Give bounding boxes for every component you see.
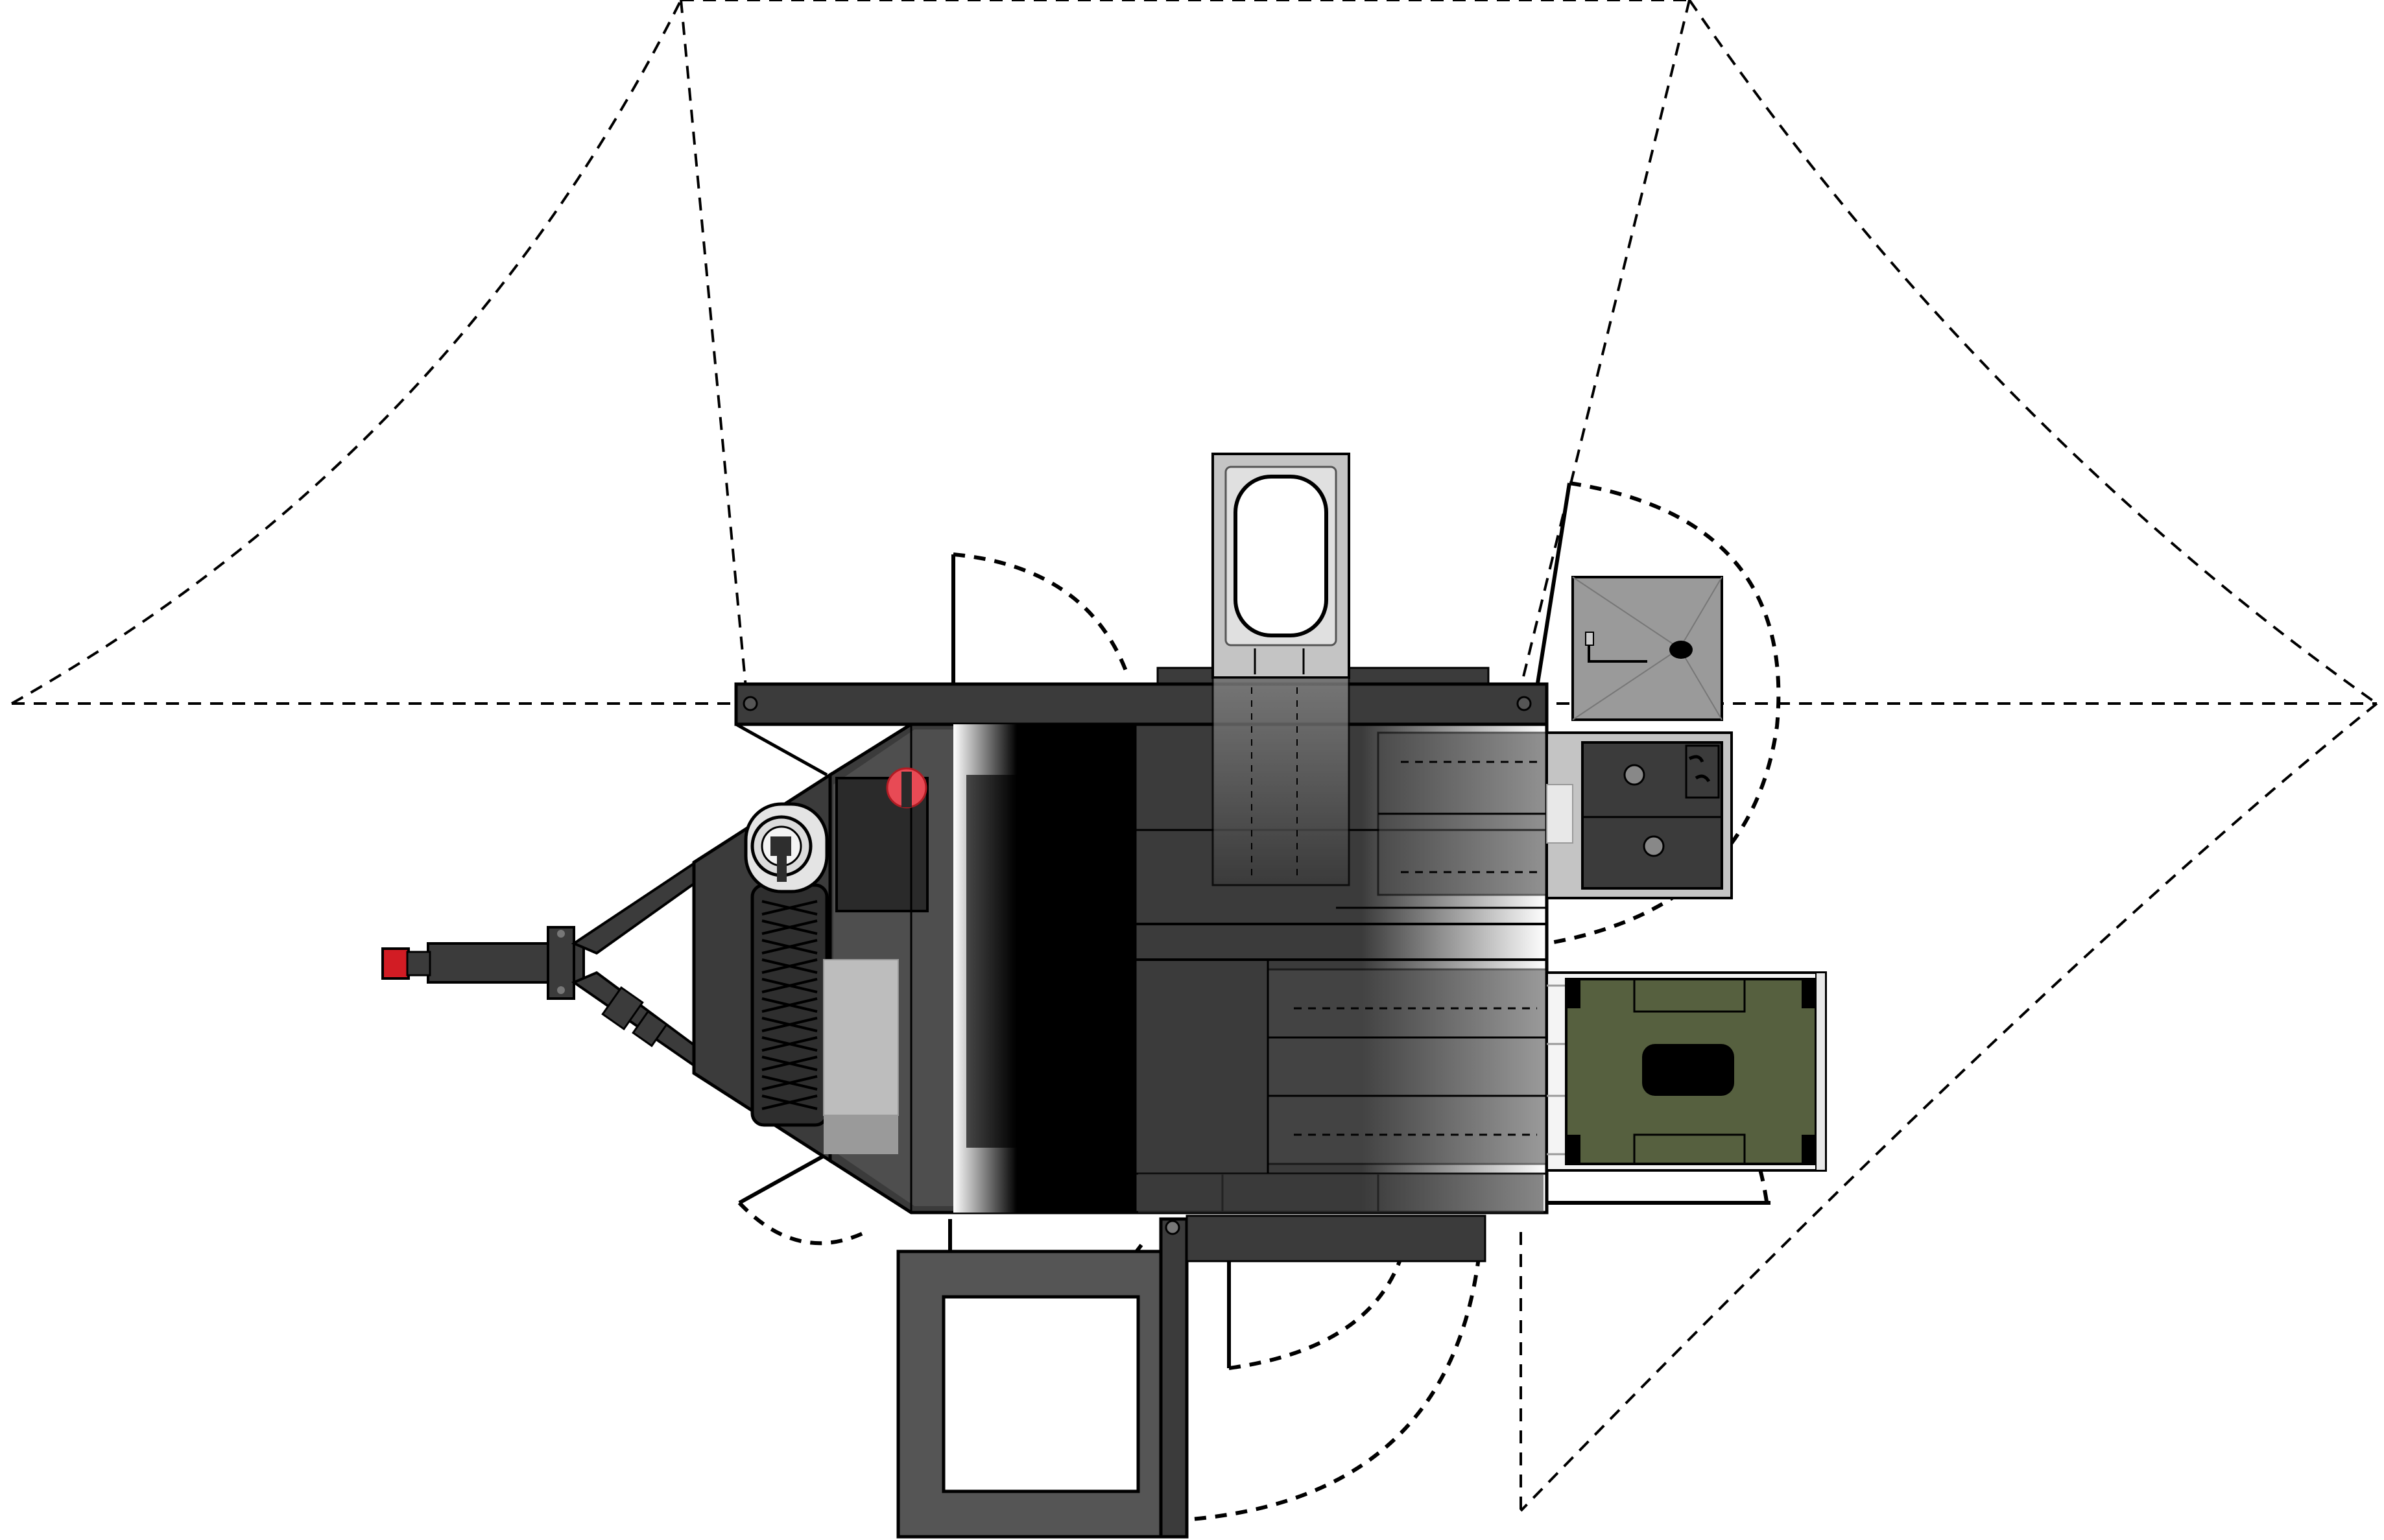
fridge-slide-rails	[1211, 676, 1350, 886]
lower-body-rail	[1138, 1174, 1544, 1213]
kitchen-sink-stove	[1545, 731, 1733, 899]
jockey-wheel	[744, 802, 829, 894]
bed-platform	[1545, 971, 1827, 1172]
top-rail	[734, 682, 1549, 777]
hitch-coupler	[381, 947, 431, 980]
gas-bottle	[886, 767, 927, 809]
shower-tray	[1571, 576, 1723, 721]
spare-tyre	[750, 883, 829, 1127]
nose-cone	[823, 722, 1137, 1214]
side-table-frame	[896, 1217, 1189, 1539]
drawbar	[427, 857, 712, 1072]
fridge-slide	[1211, 453, 1350, 679]
drawers	[1267, 731, 1548, 1165]
